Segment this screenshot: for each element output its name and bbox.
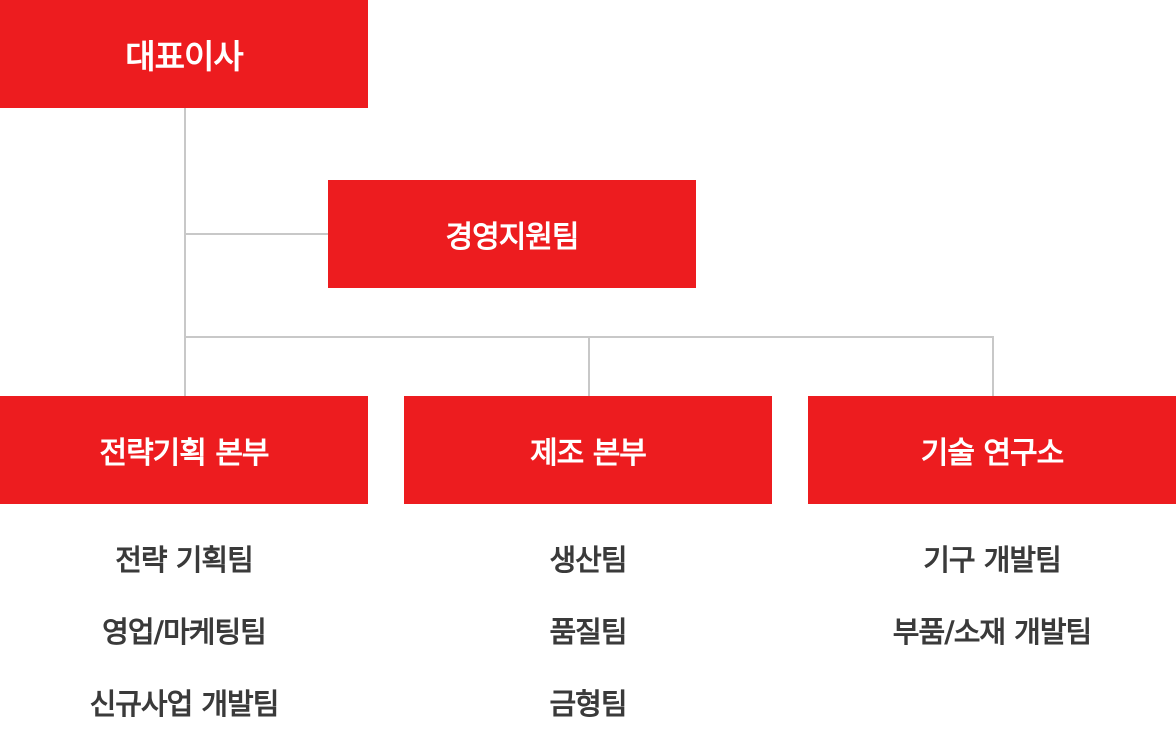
division-label: 기술 연구소: [920, 436, 1064, 471]
division-box-research: 기술 연구소: [808, 396, 1176, 504]
team-item: 기구 개발팀: [923, 543, 1062, 577]
team-list-strategy: 전략 기획팀 영업/마케팅팀 신규사업 개발팀: [0, 522, 368, 738]
team-item: 부품/소재 개발팀: [892, 615, 1092, 649]
support-team-box: 경영지원팀: [328, 180, 696, 288]
division-box-strategy: 전략기획 본부: [0, 396, 368, 504]
team-item: 영업/마케팅팀: [102, 615, 267, 649]
connector-division-2-drop: [588, 336, 590, 396]
team-item: 생산팀: [549, 543, 627, 577]
division-label: 제조 본부: [530, 436, 647, 471]
team-list-manufacturing: 생산팀 품질팀 금형팀: [404, 522, 772, 738]
connector-support-branch: [184, 233, 328, 235]
team-item: 전략 기획팀: [115, 543, 254, 577]
team-item: 품질팀: [549, 615, 627, 649]
ceo-box: 대표이사: [0, 0, 368, 108]
division-label: 전략기획 본부: [99, 436, 269, 471]
ceo-label: 대표이사: [125, 37, 243, 76]
support-team-label: 경영지원팀: [445, 220, 580, 255]
team-item: 신규사업 개발팀: [89, 687, 280, 721]
connector-division-3-drop: [992, 336, 994, 396]
division-box-manufacturing: 제조 본부: [404, 396, 772, 504]
team-item: 금형팀: [549, 687, 627, 721]
team-list-research: 기구 개발팀 부품/소재 개발팀: [808, 522, 1176, 666]
connector-ceo-vertical: [184, 108, 186, 396]
